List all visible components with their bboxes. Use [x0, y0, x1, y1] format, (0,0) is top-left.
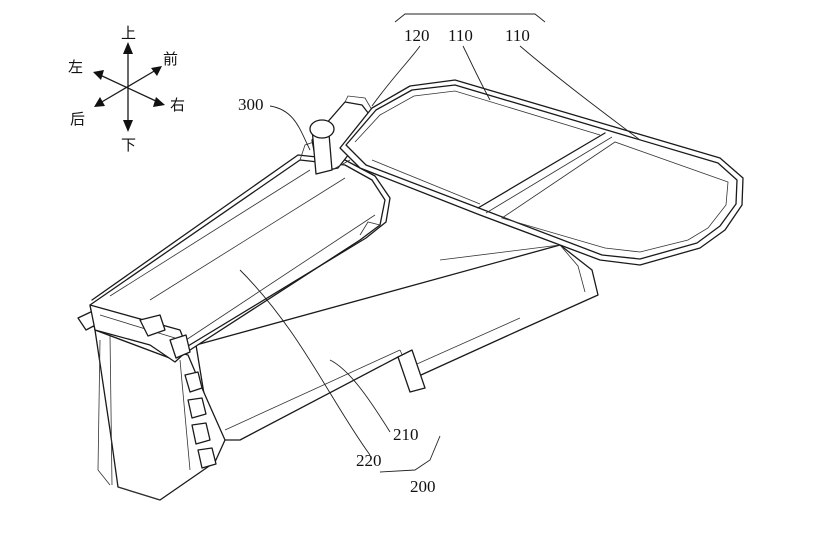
label-120: 120	[404, 26, 430, 45]
direction-left-label: 左	[68, 58, 83, 76]
label-200: 200	[410, 477, 436, 496]
hinge-post	[309, 95, 373, 175]
direction-back-label: 后	[70, 110, 85, 128]
label-220: 220	[356, 451, 382, 470]
direction-up-label: 上	[121, 24, 136, 42]
direction-compass: 上 下 左 右 前 后	[68, 24, 185, 154]
direction-down-label: 下	[121, 136, 136, 154]
label-110-left: 110	[448, 26, 473, 45]
direction-right-label: 右	[170, 96, 185, 114]
base-lower-housing	[195, 244, 599, 441]
label-110-right: 110	[505, 26, 530, 45]
label-210: 210	[393, 425, 419, 444]
label-300: 300	[238, 95, 264, 114]
tray-assembly	[339, 79, 744, 266]
leader-lines	[239, 13, 641, 473]
direction-front-label: 前	[163, 50, 178, 68]
base-upper-lid	[77, 139, 391, 363]
container-body	[94, 329, 226, 501]
reference-labels: 120 110 110 300 210 220 200	[238, 26, 530, 496]
